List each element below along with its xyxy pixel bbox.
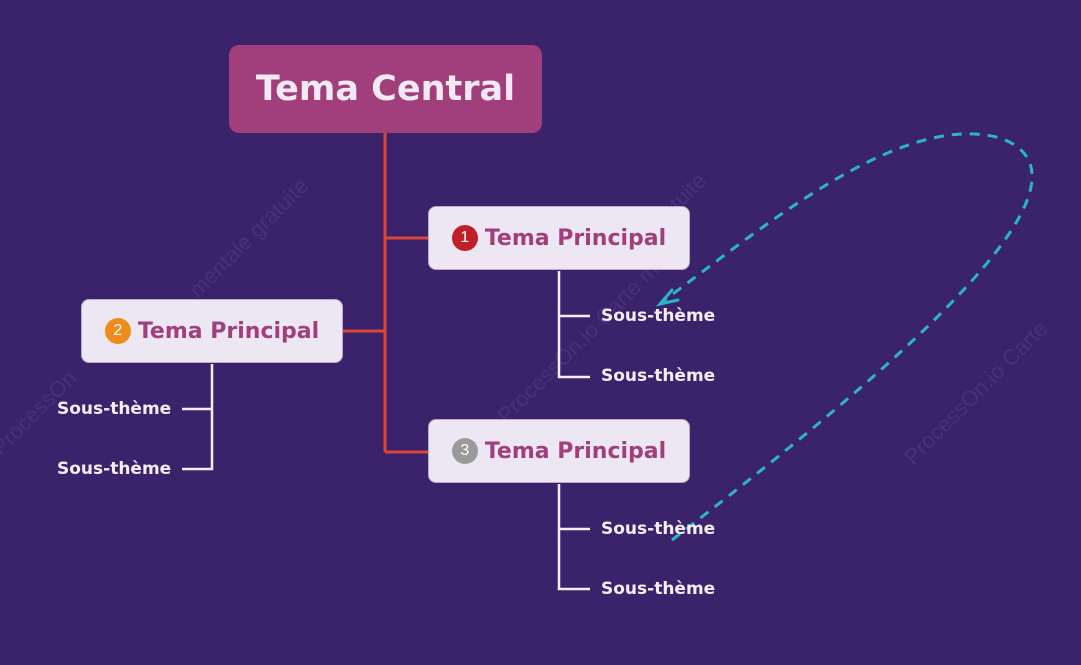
subtopic[interactable]: Sous-thème [601,519,716,539]
subtopic[interactable]: Sous-thème [601,579,716,599]
priority-1-badge-icon: 1 [451,225,478,251]
main-topic-3[interactable]: 3 Tema Principal [428,419,690,483]
subtopic-connector-topic1 [557,271,590,379]
main-topic-1[interactable]: 1 Tema Principal [428,206,690,270]
subtopic-connector-topic2 [182,364,214,471]
main-topic-2[interactable]: 2 Tema Principal [81,299,343,363]
main-topic-label: Tema Principal [484,438,667,464]
subtopic[interactable]: Sous-thème [601,366,716,386]
priority-2-badge-icon: 2 [104,318,131,344]
relationship-arrowhead [655,288,680,307]
subtopic-connector-topic3 [557,484,590,591]
central-topic-label: Tema Central [255,69,516,109]
main-topic-label: Tema Principal [484,225,667,251]
subtopic[interactable]: Sous-thème [57,399,172,419]
priority-3-badge-icon: 3 [451,438,478,464]
subtopic[interactable]: Sous-thème [57,459,172,479]
relationship-arrow [661,132,1034,542]
central-topic[interactable]: Tema Central [229,45,542,133]
main-topic-label: Tema Principal [137,318,320,344]
subtopic[interactable]: Sous-thème [601,306,716,326]
